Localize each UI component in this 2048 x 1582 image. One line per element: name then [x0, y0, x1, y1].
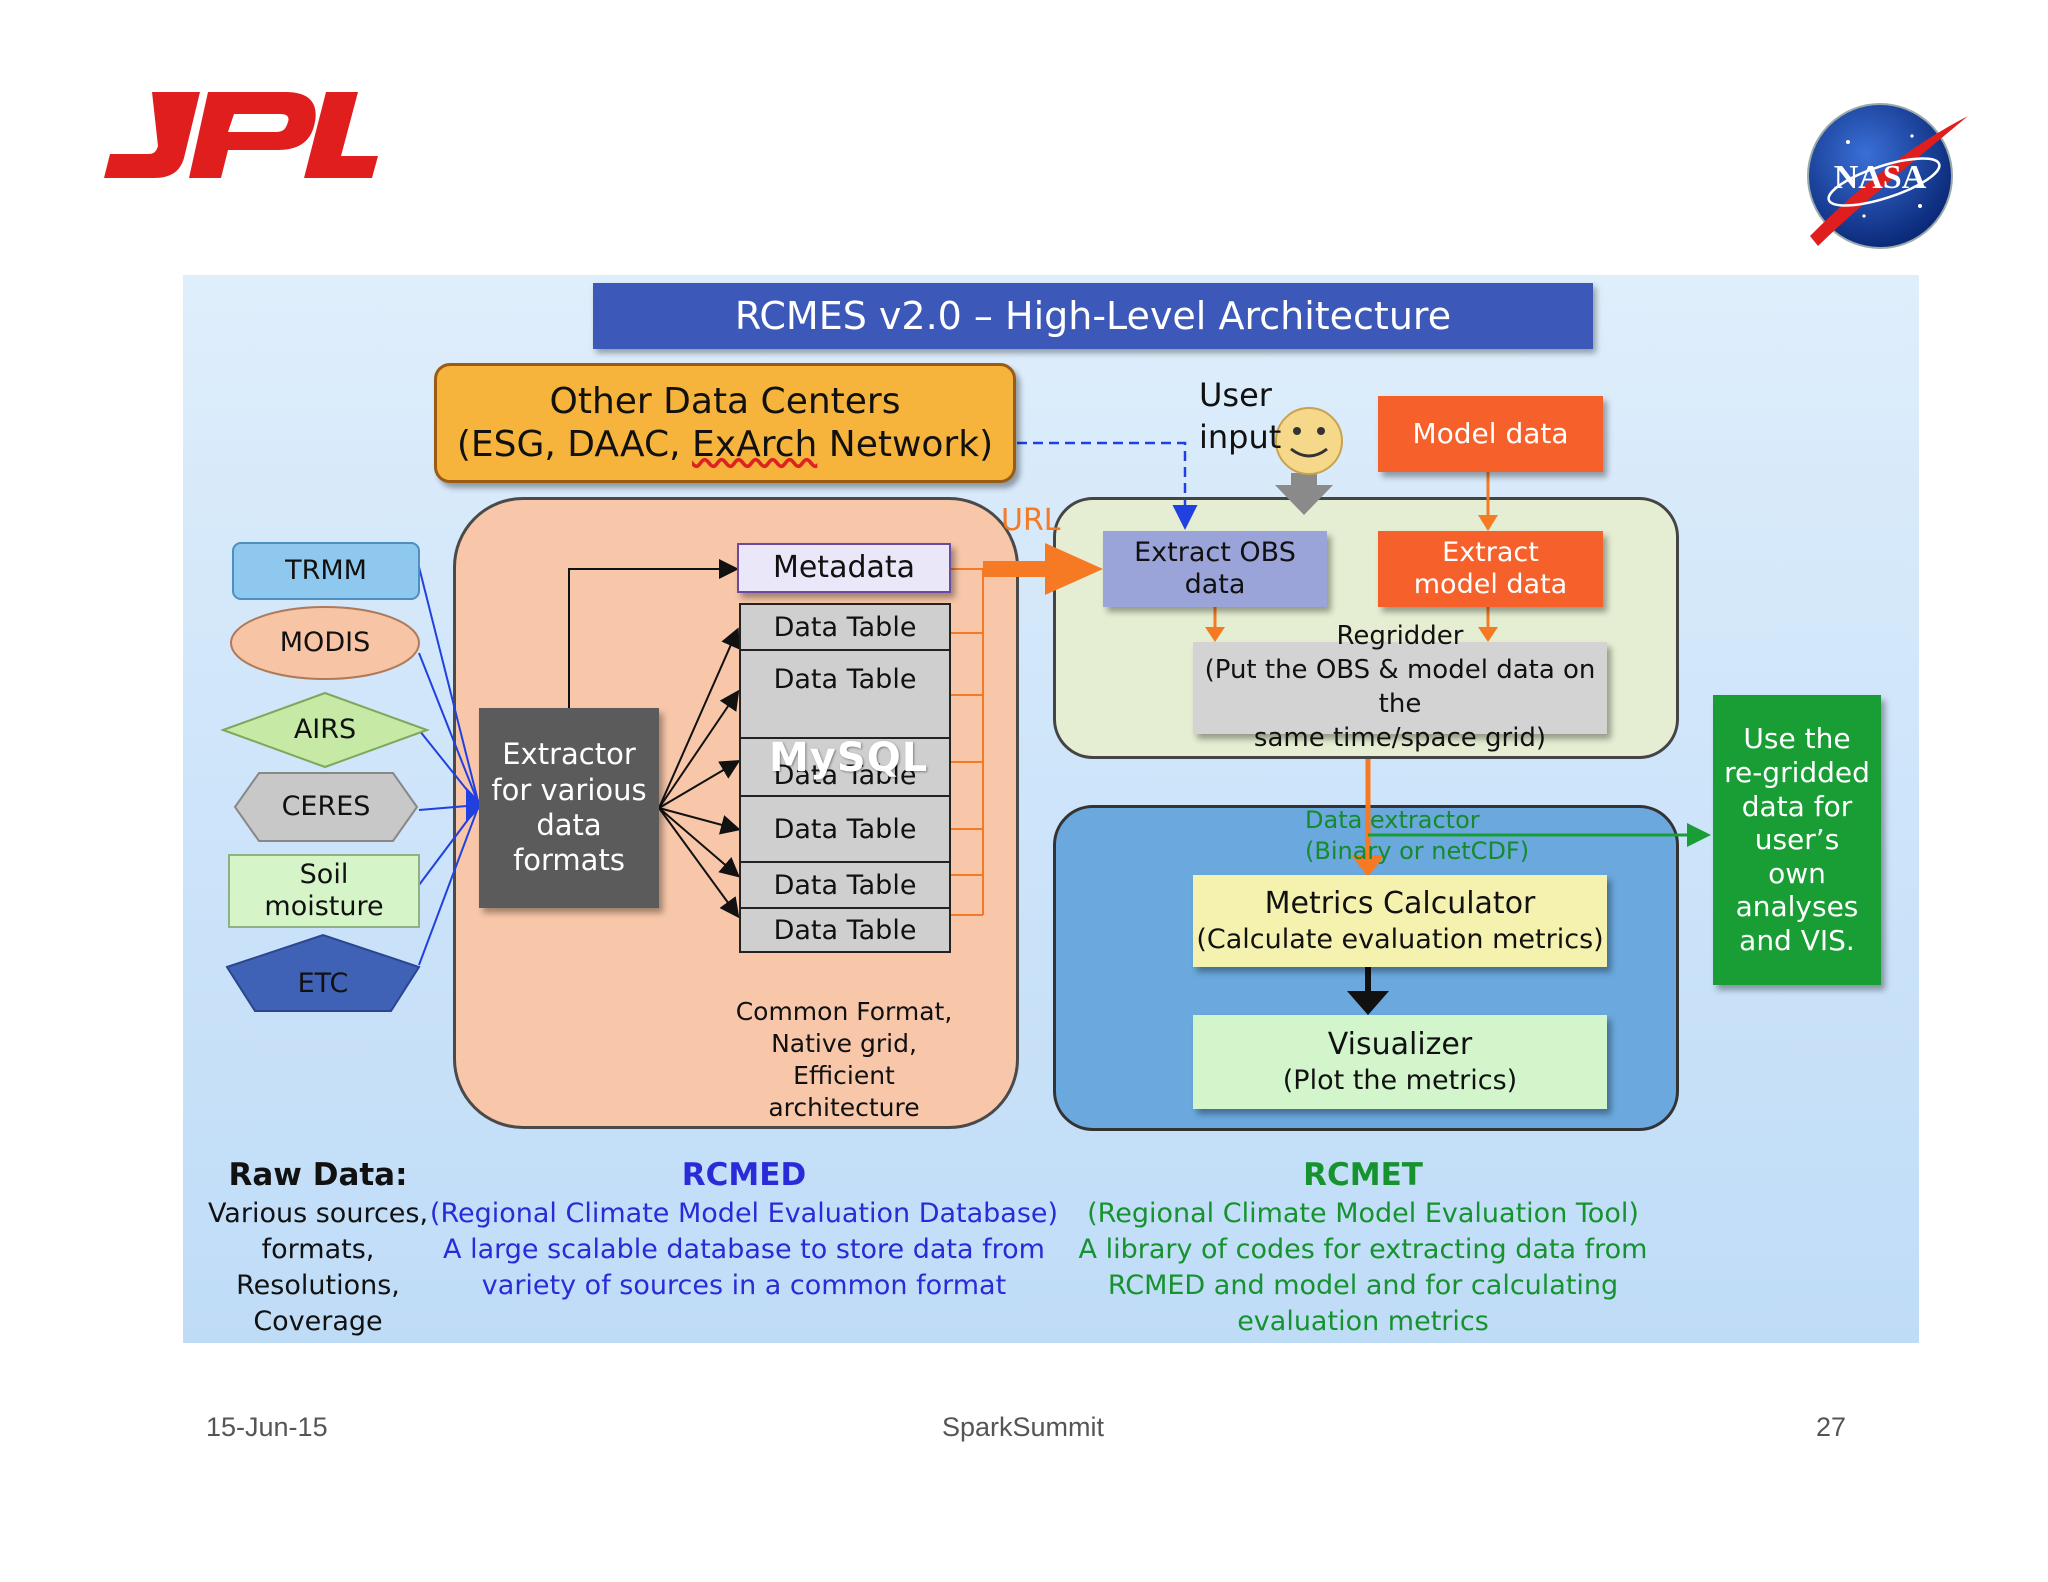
source-trmm-shape	[232, 542, 420, 600]
source-etc-shape	[225, 933, 421, 1012]
data-extractor-line-2: (Binary or netCDF)	[1305, 837, 1530, 866]
other-data-centers-list: (ESG, DAAC, ExArch Network)	[457, 423, 993, 466]
data-extractor-label: Data extractor (Binary or netCDF)	[1305, 805, 1529, 867]
url-arrow	[983, 543, 1103, 595]
footer-event: SparkSummit	[942, 1412, 1105, 1442]
source-ceres: CERES	[281, 790, 371, 822]
data-table-2: Data Table	[739, 649, 951, 739]
source-ceres-shape	[233, 772, 419, 842]
data-extractor-line-1: Data extractor	[1305, 806, 1480, 834]
metrics-title: Metrics Calculator	[1264, 886, 1536, 922]
diagram-title: RCMES v2.0 – High-Level Architecture	[593, 283, 1593, 349]
rcmet-heading: RCMET	[1303, 1157, 1423, 1193]
mysql-label: MySQL	[769, 735, 929, 781]
user-input-line-1: User	[1199, 376, 1272, 414]
user-input-label: User input	[1199, 375, 1299, 458]
source-trmm: TRMM	[285, 554, 367, 586]
extract-obs-box: Extract OBS data	[1103, 531, 1327, 607]
source-modis-shape	[230, 606, 420, 680]
data-centers-to-extract-obs	[1017, 441, 1198, 530]
other-data-centers: Other Data Centers (ESG, DAAC, ExArch Ne…	[434, 363, 1016, 483]
footer-page-number: 27	[1816, 1412, 1847, 1442]
rcmed-caption: RCMED (Regional Climate Model Evaluation…	[429, 1155, 1059, 1304]
footer-date: 15-Jun-15	[206, 1412, 328, 1442]
nasa-logo-icon: NASA	[1807, 103, 1968, 249]
rcmet-line-1: (Regional Climate Model Evaluation Tool)	[1087, 1198, 1639, 1230]
extractor-to-metadata	[568, 559, 739, 708]
common-format-line-2: Native grid,	[771, 1029, 917, 1058]
rcmet-line-4: evaluation metrics	[1237, 1305, 1489, 1337]
extractor-box: Extractor for various data formats	[479, 708, 659, 908]
model-to-regridder-arrowhead	[1478, 627, 1498, 642]
regridder-line-1: (Put the OBS & model data on the	[1204, 655, 1596, 719]
odc-prefix: (ESG, DAAC,	[456, 424, 693, 465]
source-etc: ETC	[297, 967, 349, 999]
common-format-note: Common Format, Native grid, Efficient ar…	[719, 995, 969, 1125]
url-label: URL	[1001, 503, 1061, 538]
raw-data-line-1: Various sources,	[207, 1198, 429, 1230]
source-soil-shape	[228, 854, 420, 928]
raw-data-line-2: formats,	[261, 1234, 375, 1266]
metrics-calculator-box: Metrics Calculator (Calculate evaluation…	[1193, 875, 1607, 967]
visualizer-title: Visualizer	[1327, 1027, 1473, 1063]
regridder-line-2: same time/space grid)	[1253, 722, 1547, 753]
regridder-title: Regridder	[1336, 621, 1464, 652]
regridder-box: Regridder (Put the OBS & model data on t…	[1193, 621, 1607, 753]
data-table-6: Data Table	[739, 907, 951, 953]
source-modis: MODIS	[279, 626, 371, 658]
odc-suffix: Network)	[817, 424, 994, 465]
source-soil-moisture: Soil moisture	[264, 858, 384, 922]
source-airs-shape	[220, 691, 430, 769]
common-format-line-1: Common Format,	[735, 997, 953, 1026]
raw-data-caption: Raw Data: Various sources, formats, Reso…	[183, 1155, 453, 1340]
other-data-centers-title: Other Data Centers	[549, 380, 901, 422]
source-airs: AIRS	[293, 713, 357, 745]
extractor-input-arrowhead	[466, 787, 483, 823]
model-to-extract-arrowhead	[1478, 515, 1498, 531]
data-table-1: Data Table	[739, 603, 951, 651]
model-data-box: Model data	[1378, 396, 1603, 472]
extract-model-box: Extract model data	[1378, 531, 1603, 607]
raw-data-line-3: Resolutions,	[236, 1270, 400, 1302]
raw-data-line-4: Coverage	[253, 1305, 383, 1337]
metrics-sub: (Calculate evaluation metrics)	[1196, 923, 1604, 955]
common-format-line-4: architecture	[768, 1093, 920, 1122]
data-table-3: Data Table	[739, 737, 951, 797]
extractor-to-tables	[658, 627, 741, 919]
visualizer-sub: (Plot the metrics)	[1282, 1064, 1518, 1096]
data-table-5: Data Table	[739, 861, 951, 909]
rcmed-line-3: variety of sources in a common format	[481, 1270, 1007, 1302]
rcmed-line-2: A large scalable database to store data …	[443, 1234, 1045, 1266]
tables-to-url-bracket	[951, 568, 984, 916]
rcmet-caption: RCMET (Regional Climate Model Evaluation…	[1053, 1155, 1673, 1340]
architecture-diagram: RCMES v2.0 – High-Level Architecture	[183, 275, 1919, 1343]
user-input-line-2: input	[1199, 417, 1282, 456]
raw-data-heading: Raw Data:	[228, 1157, 408, 1193]
common-format-line-3: Efficient	[793, 1061, 895, 1090]
source-links	[418, 566, 480, 966]
regridder-to-metrics-arrowhead	[1351, 855, 1385, 877]
obs-to-regridder-arrowhead	[1205, 627, 1225, 642]
diagram-connectors	[220, 407, 1711, 1015]
metadata-box: Metadata	[737, 543, 951, 593]
data-table-4: Data Table	[739, 795, 951, 863]
use-regridded-box: Use the re-gridded data for user’s own a…	[1713, 695, 1881, 985]
visualizer-box: Visualizer (Plot the metrics)	[1193, 1015, 1607, 1109]
rcmet-line-2: A library of codes for extracting data f…	[1078, 1234, 1648, 1266]
rcmet-line-3: RCMED and model and for calculating	[1107, 1270, 1619, 1302]
rcmed-heading: RCMED	[681, 1157, 807, 1193]
nasa-logo-text: NASA	[1834, 159, 1927, 196]
odc-exarch: ExArch	[692, 424, 818, 465]
rcmed-line-1: (Regional Climate Model Evaluation Datab…	[429, 1198, 1059, 1230]
smiley-icon	[1275, 407, 1343, 475]
jpl-logo-icon	[104, 92, 378, 178]
metrics-to-visualizer-arrowhead	[1347, 991, 1389, 1015]
user-input-arrow	[1275, 473, 1333, 515]
